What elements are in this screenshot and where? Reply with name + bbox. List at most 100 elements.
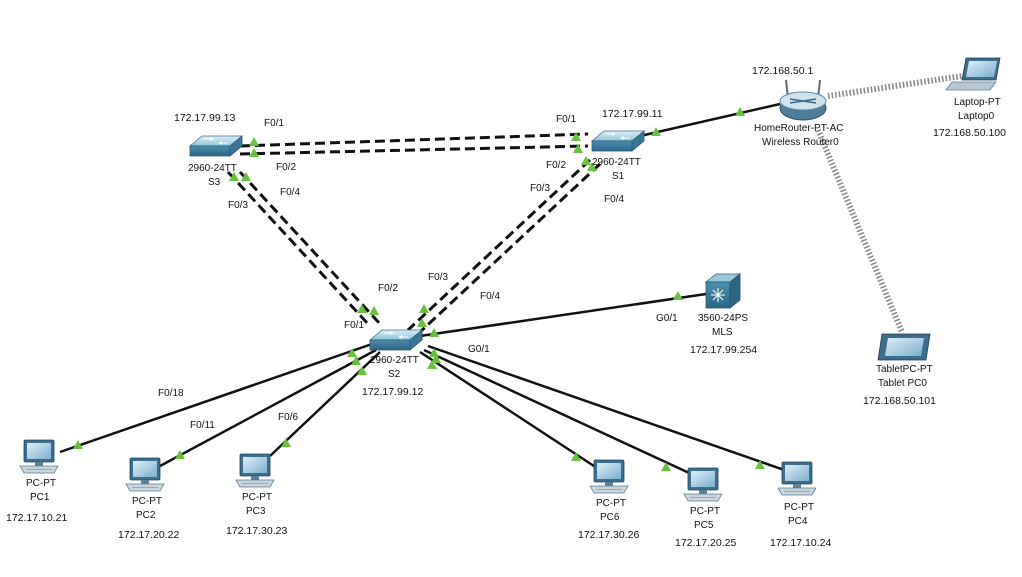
link-up-indicator	[419, 304, 429, 313]
tablet[interactable]: TabletPC-PT Tablet PC0 172.168.50.101	[863, 333, 936, 407]
link-s2-pc6[interactable]	[419, 350, 601, 472]
device-ip-label: 172.168.50.101	[863, 395, 936, 407]
pc-pc5[interactable]: PC-PT PC5 172.17.20.25	[675, 467, 736, 549]
device-model-label: 2960-24TT	[370, 355, 419, 366]
port-label: F0/4	[604, 194, 624, 205]
device-ip-label: 172.17.30.23	[226, 525, 287, 537]
port-label: G0/1	[468, 344, 490, 355]
port-label: F0/3	[428, 272, 448, 283]
port-label: F0/2	[276, 162, 296, 173]
device-model-label: PC-PT	[26, 478, 56, 489]
device-model-label: TabletPC-PT	[876, 364, 933, 375]
switch-icon	[591, 130, 645, 152]
pc-icon	[19, 439, 59, 474]
device-ip-label: 172.168.50.1	[752, 65, 813, 77]
device-name-label: MLS	[712, 327, 733, 338]
device-model-label: PC-PT	[784, 502, 814, 513]
port-label: F0/3	[530, 183, 550, 194]
port-label: G0/1	[656, 313, 678, 324]
link-s1-s2-b[interactable]	[418, 162, 602, 334]
pc-icon	[777, 461, 817, 496]
port-label: F0/1	[344, 320, 364, 331]
link-up-indicator	[429, 328, 439, 337]
pc-pc2[interactable]: PC-PT PC2 172.17.20.22	[118, 457, 179, 541]
device-model-label: 2960-24TT	[188, 163, 237, 174]
device-ip-label: 172.168.50.100	[933, 127, 1006, 139]
device-name-label: S3	[208, 177, 221, 188]
link-up-indicator	[429, 348, 439, 357]
link-up-indicator	[347, 348, 357, 357]
link-s2-mls[interactable]	[419, 292, 707, 338]
device-ip-label: 172.17.99.12	[362, 386, 423, 398]
device-name-label: Laptop0	[958, 111, 995, 122]
pc-icon	[125, 457, 165, 492]
device-name-label: PC4	[788, 516, 808, 527]
link-up-indicator	[417, 318, 427, 327]
device-ip-label: 172.17.99.254	[690, 344, 757, 356]
device-name-label: S2	[388, 369, 401, 380]
device-ip-label: 172.17.99.11	[602, 108, 663, 120]
wireless-link-laptop	[827, 73, 963, 99]
link-s1-s2-a[interactable]	[406, 158, 592, 332]
link-up-indicator	[571, 132, 581, 141]
link-up-indicator	[573, 144, 583, 153]
link-status-indicators	[73, 107, 765, 471]
link-up-indicator	[431, 354, 441, 363]
link-s3-s1-a[interactable]	[239, 132, 589, 148]
device-model-label: Laptop-PT	[954, 97, 1001, 108]
wireless-router[interactable]: 172.168.50.1 HomeRouter-PT-AC Wireless R…	[752, 65, 843, 148]
link-up-indicator	[581, 156, 591, 165]
tablet-icon	[877, 333, 931, 361]
switch-s3[interactable]: 2960-24TT S3 172.17.99.13	[174, 112, 243, 188]
device-model-label: PC-PT	[242, 492, 272, 503]
link-up-indicator	[351, 356, 361, 365]
device-ip-label: 172.17.10.24	[770, 537, 831, 549]
multilayer-switch[interactable]: 3560-24PS MLS 172.17.99.254	[690, 273, 757, 356]
link-up-indicator	[755, 460, 765, 469]
port-label: F0/1	[556, 114, 576, 125]
switch-s1[interactable]: 2960-24TT S1 172.17.99.11	[591, 108, 663, 182]
device-model-label: PC-PT	[596, 498, 626, 509]
link-s3-s2-a[interactable]	[226, 170, 372, 328]
port-label: F0/4	[280, 187, 300, 198]
link-s1-router[interactable]	[639, 102, 781, 138]
device-model-label: 3560-24PS	[698, 313, 748, 324]
device-name-label: Wireless Router0	[762, 137, 839, 148]
device-name-label: PC6	[600, 512, 620, 523]
pc-pc1[interactable]: PC-PT PC1 172.17.10.21	[6, 439, 67, 524]
link-s2-pc5[interactable]	[423, 348, 701, 480]
link-s3-s2-b[interactable]	[238, 170, 384, 328]
pc-pc6[interactable]: PC-PT PC6 172.17.30.26	[578, 459, 639, 541]
link-up-indicator	[735, 107, 745, 116]
pc-pc4[interactable]: PC-PT PC4 172.17.10.24	[770, 461, 831, 549]
link-up-indicator	[357, 304, 367, 313]
link-up-indicator	[587, 162, 597, 171]
pc-icon	[683, 467, 723, 502]
link-up-indicator	[651, 127, 661, 136]
link-s3-s1-b[interactable]	[239, 144, 589, 156]
link-up-indicator	[249, 148, 259, 157]
switch-s2[interactable]: 2960-24TT S2 172.17.99.12	[362, 329, 423, 398]
link-up-indicator	[229, 172, 239, 181]
link-s2-pc4[interactable]	[427, 344, 791, 474]
switch-icon	[189, 135, 243, 157]
port-label: F0/3	[228, 200, 248, 211]
pc-pc3[interactable]: PC-PT PC3 172.17.30.23	[226, 453, 287, 537]
pc-icon	[235, 453, 275, 488]
port-label: F0/4	[480, 291, 500, 302]
link-up-indicator	[241, 172, 251, 181]
device-ip-label: 172.17.10.21	[6, 512, 67, 524]
pc-icon	[589, 459, 629, 494]
device-ip-label: 172.17.20.22	[118, 529, 179, 541]
link-s2-pc2[interactable]	[159, 348, 377, 468]
laptop[interactable]: Laptop-PT Laptop0 172.168.50.100	[933, 57, 1006, 139]
port-label: F0/18	[158, 388, 184, 399]
device-model-label: HomeRouter-PT-AC	[754, 123, 843, 134]
port-label: F0/1	[264, 118, 284, 129]
link-s2-pc1[interactable]	[59, 342, 373, 454]
port-label: F0/2	[378, 283, 398, 294]
laptop-icon	[945, 57, 1001, 91]
device-model-label: PC-PT	[690, 506, 720, 517]
